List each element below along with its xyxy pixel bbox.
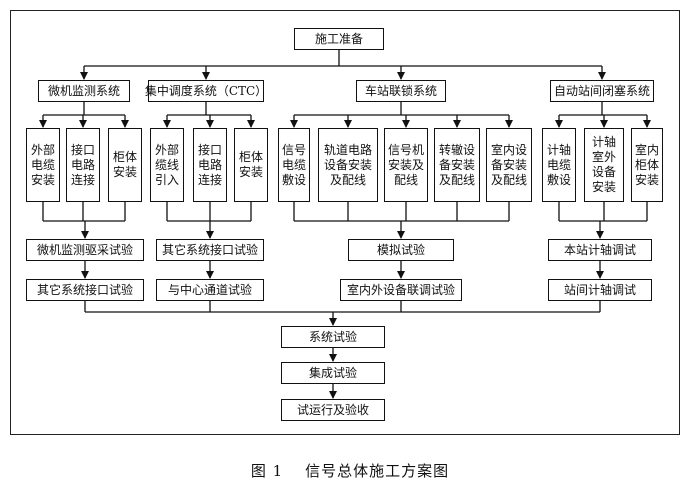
- final-step-3: 试运行及验收: [281, 399, 385, 421]
- group-2-item-1: 外部缆线引入: [150, 128, 184, 202]
- group-4-step-1: 本站计轴调试: [548, 239, 652, 261]
- group-3-item-2: 轨道电路设备安装及配线: [318, 128, 378, 202]
- group-2-title: 集中调度系统（CTC）: [145, 80, 267, 102]
- group-1-title: 微机监测系统: [38, 80, 130, 102]
- group-1-item-1: 外部电缆安装: [26, 128, 60, 202]
- final-step-1: 系统试验: [281, 326, 385, 348]
- group-4-item-3: 室内柜体安装: [631, 128, 663, 202]
- group-1-step-2: 其它系统接口试验: [26, 279, 144, 301]
- group-1-step-1: 微机监测驱采试验: [26, 239, 144, 261]
- group-2-step-1: 其它系统接口试验: [156, 239, 264, 261]
- group-2-step-2: 与中心通道试验: [156, 279, 264, 301]
- group-1-item-2: 接口电路连接: [66, 128, 100, 202]
- group-3-title: 车站联锁系统: [356, 80, 446, 102]
- group-3-item-4: 转辙设备安装及配线: [434, 128, 480, 202]
- group-4-title: 自动站间闭塞系统: [550, 80, 654, 102]
- group-4-step-2: 站间计轴调试: [548, 279, 652, 301]
- group-3-step-2: 室内外设备联调试验: [340, 279, 462, 301]
- group-3-item-5: 室内设备安装及配线: [486, 128, 532, 202]
- start-node: 施工准备: [294, 28, 384, 50]
- group-3-item-1: 信号电缆敷设: [278, 128, 310, 202]
- caption-number: 图 1: [250, 462, 284, 480]
- group-2-item-2: 接口电路连接: [193, 128, 227, 202]
- caption-title: 信号总体施工方案图: [305, 462, 450, 480]
- group-3-item-3: 信号机安装及配线: [384, 128, 428, 202]
- final-step-2: 集成试验: [281, 362, 385, 384]
- figure-caption: 图 1 信号总体施工方案图: [0, 460, 700, 481]
- group-4-item-1: 计轴电缆敷设: [542, 128, 576, 202]
- group-4-item-2: 计轴室外设备安装: [584, 128, 624, 202]
- group-1-item-3: 柜体安装: [108, 128, 142, 202]
- group-3-step-1: 模拟试验: [348, 239, 454, 261]
- diagram-frame: [10, 10, 680, 435]
- group-2-item-3: 柜体安装: [234, 128, 268, 202]
